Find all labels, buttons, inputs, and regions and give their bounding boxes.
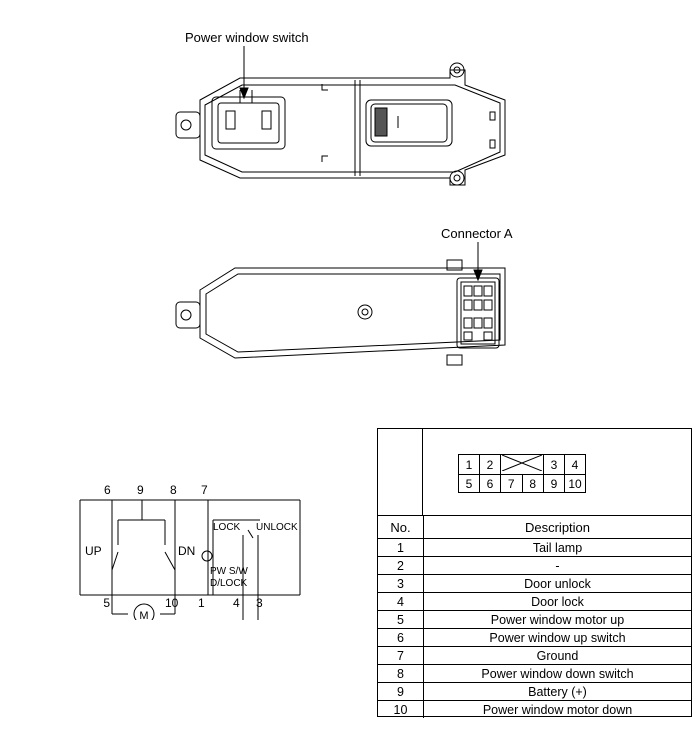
pin-cell: 7 bbox=[500, 474, 523, 493]
pin-4-label: 4 bbox=[233, 596, 240, 610]
header-description: Description bbox=[423, 515, 691, 539]
row-no: 9 bbox=[378, 682, 424, 701]
table-corner bbox=[378, 429, 423, 515]
row-no: 6 bbox=[378, 628, 424, 647]
row-no: 4 bbox=[378, 592, 424, 611]
pin-3-label: 3 bbox=[256, 596, 263, 610]
row-no: 10 bbox=[378, 700, 424, 718]
row-desc: Power window up switch bbox=[423, 628, 691, 647]
pw-sw-label: PW S/W bbox=[210, 566, 248, 577]
row-desc: Power window down switch bbox=[423, 664, 691, 683]
row-no: 7 bbox=[378, 646, 424, 665]
row-no: 3 bbox=[378, 574, 424, 593]
circuit-schematic: 6 9 8 7 5 10 1 4 3 UP DN LOCK UNLOCK PW … bbox=[79, 483, 301, 620]
power-window-switch-label: Power window switch bbox=[185, 30, 309, 45]
row-no: 5 bbox=[378, 610, 424, 629]
dn-label: DN bbox=[178, 544, 195, 558]
connector-a-label: Connector A bbox=[441, 226, 513, 241]
pin-10-label: 10 bbox=[165, 596, 179, 610]
table-row: 2- bbox=[378, 556, 691, 575]
pin-1-label: 1 bbox=[198, 596, 205, 610]
pin-cell: 6 bbox=[479, 474, 501, 493]
pin-cell: 8 bbox=[521, 474, 544, 493]
header-no: No. bbox=[378, 515, 424, 539]
motor-label: M bbox=[139, 610, 148, 620]
up-label: UP bbox=[85, 544, 102, 558]
row-desc: Ground bbox=[423, 646, 691, 665]
pin-9-label: 9 bbox=[137, 483, 144, 497]
pin-cell-blank bbox=[500, 454, 544, 475]
connector-pin-grid: 1 2 3 4 5 6 7 8 9 10 bbox=[458, 454, 586, 493]
row-desc: - bbox=[423, 556, 691, 575]
row-desc: Power window motor down bbox=[423, 700, 691, 718]
pin-6-label: 6 bbox=[104, 483, 111, 497]
row-desc: Power window motor up bbox=[423, 610, 691, 629]
row-no: 8 bbox=[378, 664, 424, 683]
pin-cell: 5 bbox=[458, 474, 480, 493]
pin-cell: 9 bbox=[543, 474, 565, 493]
row-desc: Battery (+) bbox=[423, 682, 691, 701]
switch-top-view bbox=[175, 46, 506, 366]
unlock-label: UNLOCK bbox=[256, 522, 298, 533]
pin-cell: 1 bbox=[458, 454, 480, 475]
row-no: 1 bbox=[378, 538, 424, 557]
d-lock-label: D/LOCK bbox=[210, 578, 248, 589]
pin-8-label: 8 bbox=[170, 483, 177, 497]
table-header-row: No. Description bbox=[378, 515, 691, 539]
pin-cell: 10 bbox=[564, 474, 586, 493]
pin-cell: 4 bbox=[564, 454, 586, 475]
pin-5-label: 5 bbox=[103, 596, 110, 610]
row-no: 2 bbox=[378, 556, 424, 575]
lock-label: LOCK bbox=[213, 522, 241, 533]
row-desc: Door unlock bbox=[423, 574, 691, 593]
row-desc: Door lock bbox=[423, 592, 691, 611]
pin-cell: 2 bbox=[479, 454, 501, 475]
pin-7-label: 7 bbox=[201, 483, 208, 497]
pin-cell: 3 bbox=[543, 454, 565, 475]
row-desc: Tail lamp bbox=[423, 538, 691, 557]
